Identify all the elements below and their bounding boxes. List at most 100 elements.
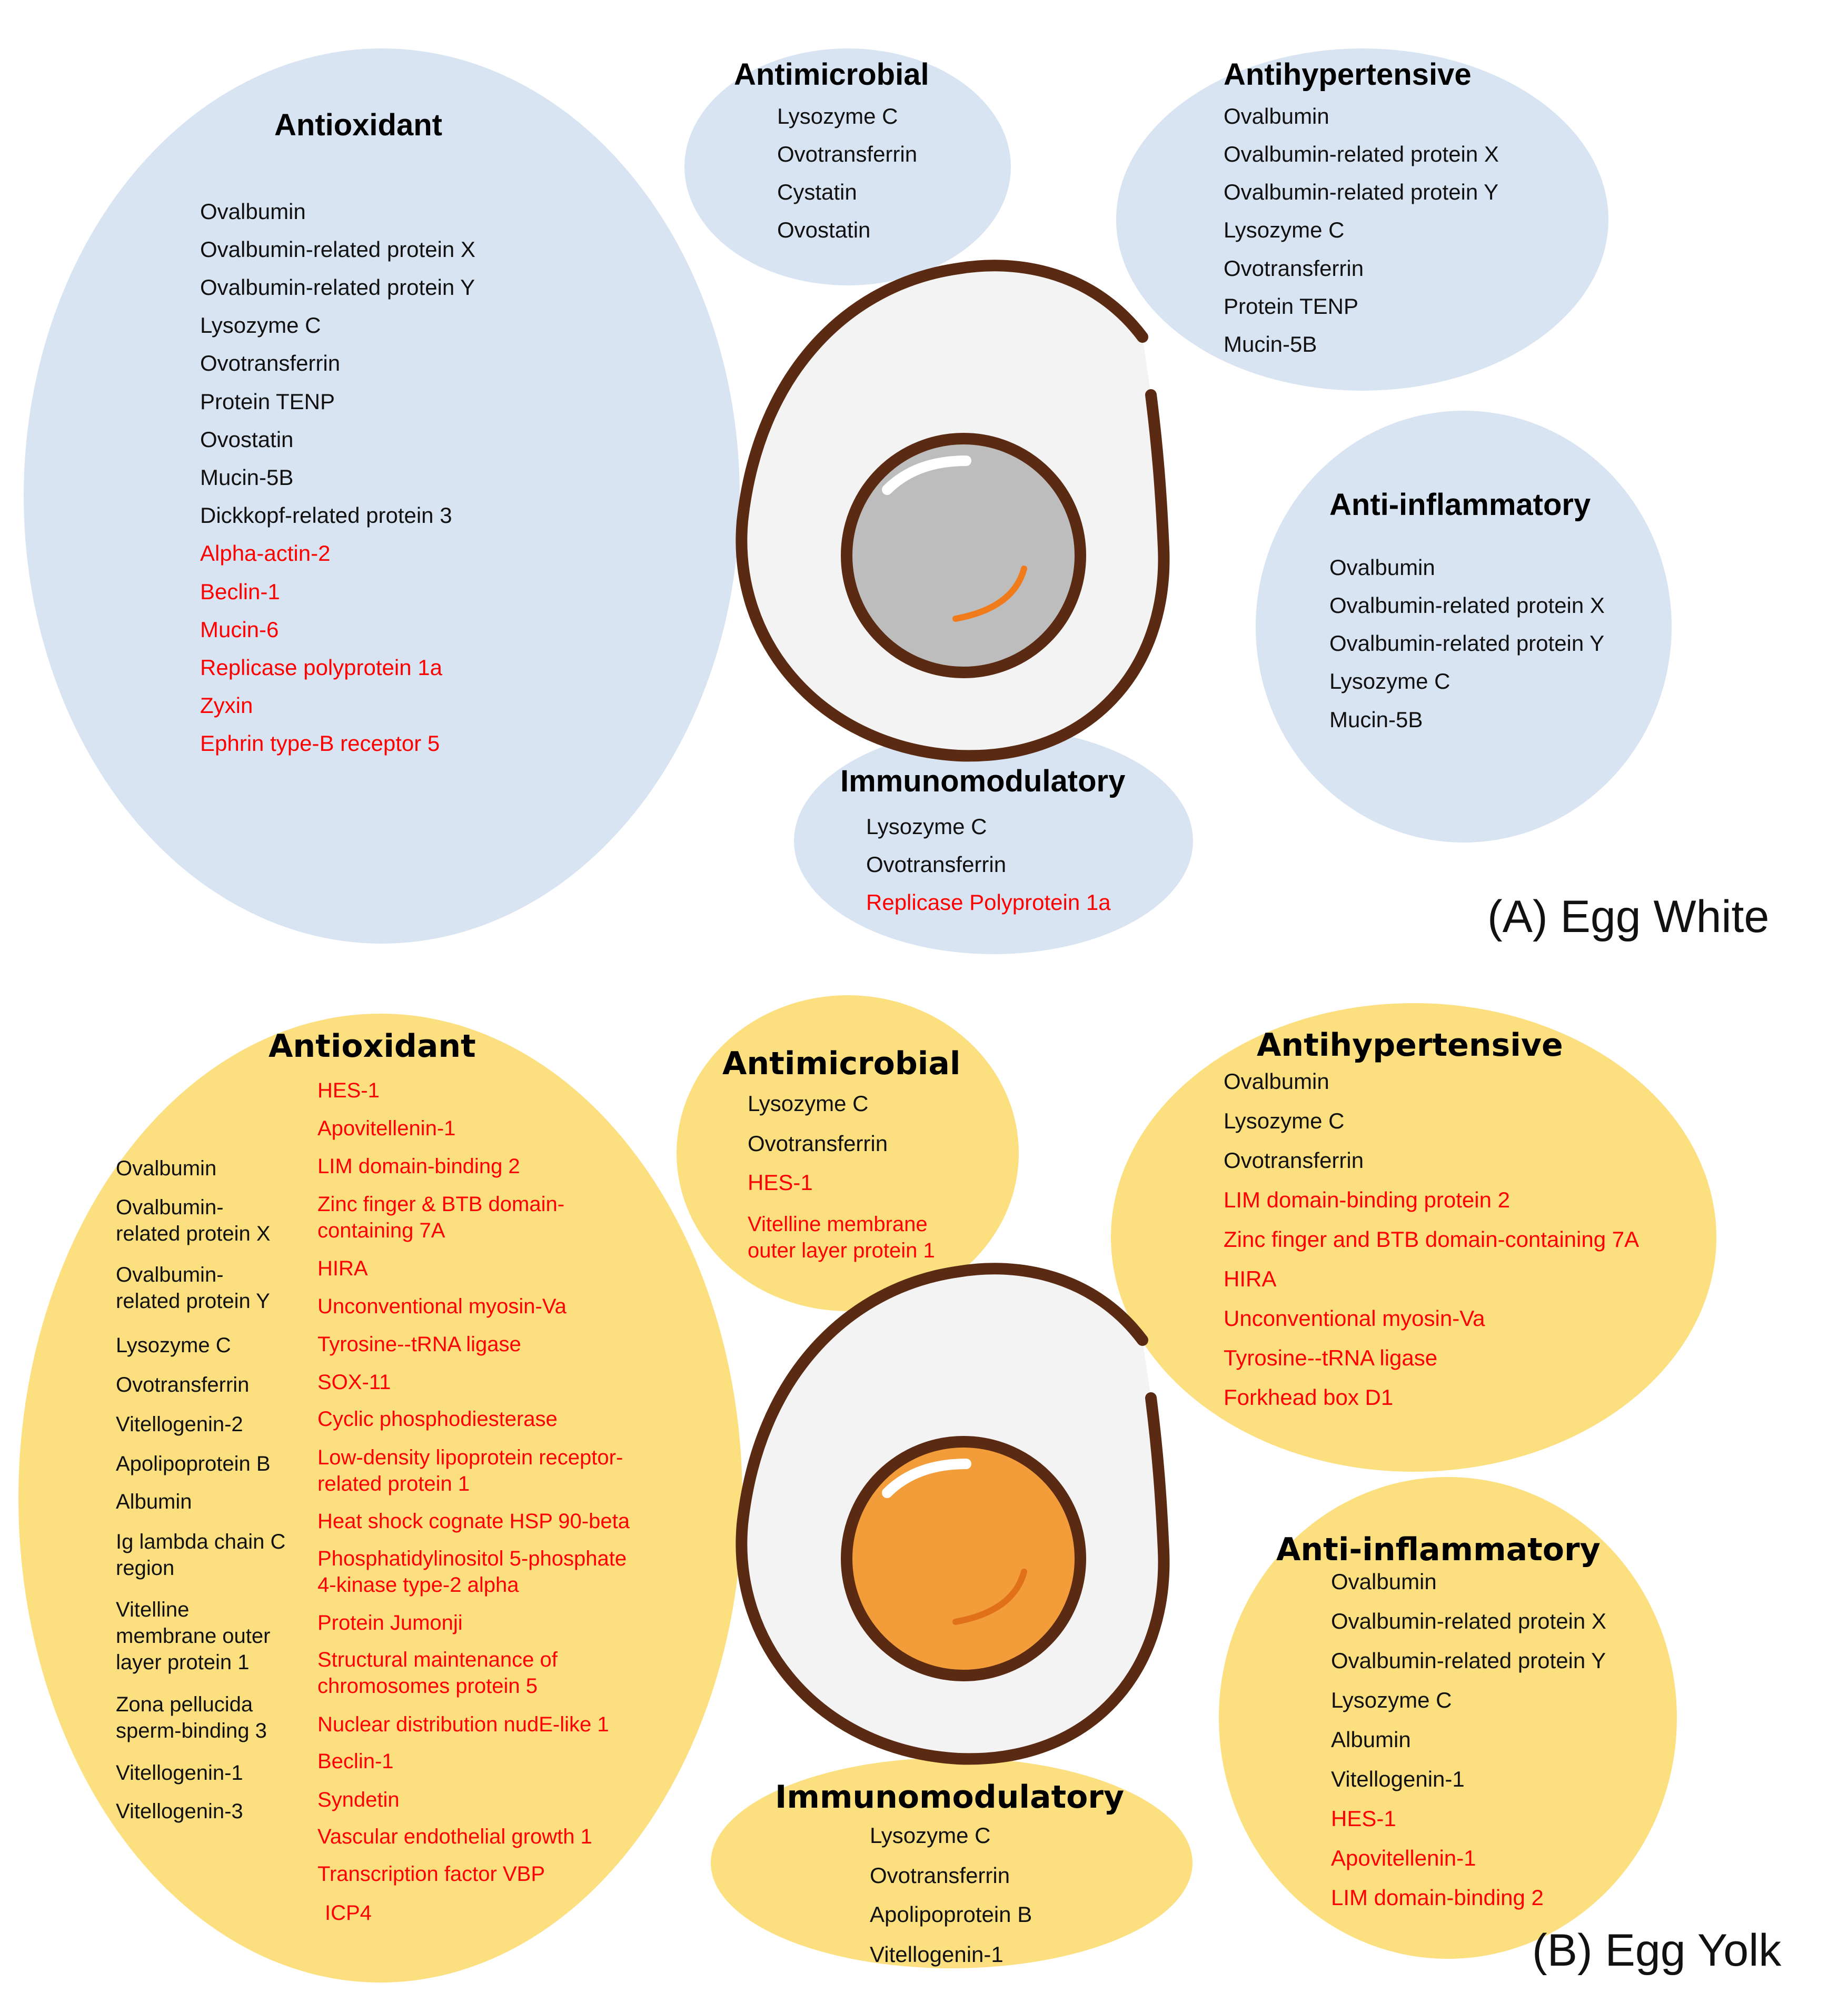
egg-yolk-anti-inflammatory-item: Ovalbumin-related protein Y [1331,1648,1606,1673]
egg-yolk-antihypertensive-red-item: Zinc finger and BTB domain-containing 7A [1224,1227,1640,1252]
egg-white-antioxidant-red-item: Ephrin type-B receptor 5 [200,731,440,756]
egg-yolk-antihypertensive-item: Ovotransferrin [1224,1148,1364,1173]
egg-white-immunomodulatory-red-item: Replicase Polyprotein 1a [866,890,1111,915]
egg-yolk-antioxidant-red-item: HIRA [317,1257,368,1280]
egg-yolk-antioxidant-red-item: Apovitellenin-1 [317,1117,456,1140]
egg-yolk-antioxidant-red-item: Unconventional myosin-Va [317,1295,567,1318]
egg-white-immunomodulatory-item: Ovotransferrin [866,852,1007,877]
egg-white-antioxidant-red-item: Beclin-1 [200,579,280,604]
egg-yolk-antioxidant-red-item: Structural maintenance of chromosomes pr… [317,1648,558,1698]
egg-yolk-immunomodulatory-item: Ovotransferrin [870,1863,1010,1888]
egg-white-antioxidant-red-item: Zyxin [200,693,253,718]
egg-yolk-antioxidant-red-item: Nuclear distribution nudE-like 1 [317,1713,609,1736]
egg-white-anti-inflammatory-item: Lysozyme C [1329,669,1450,693]
egg-white-antihypertensive-item: Ovalbumin-related protein Y [1224,180,1499,204]
egg-white-anti-inflammatory-item: Ovalbumin [1329,555,1435,580]
egg-yolk-anti-inflammatory-item: Ovalbumin-related protein X [1331,1609,1606,1633]
boiled-egg-icon-yolk [736,1263,1170,1765]
egg-white-antioxidant-item: Dickkopf-related protein 3 [200,503,452,528]
egg-yolk-immunomodulatory-item: Apolipoprotein B [870,1902,1032,1927]
egg-yolk-antioxidant-bubble [18,1014,742,1983]
egg-yolk-antioxidant-item: Vitelline membrane outer layer protein 1 [116,1598,271,1674]
egg-white-anti-inflammatory-item: Mucin-5B [1329,707,1423,732]
egg-yolk-anti-inflammatory-item: Lysozyme C [1331,1688,1452,1712]
egg-yolk-antioxidant-red-item: LIM domain-binding 2 [317,1155,520,1178]
egg-yolk-antioxidant-item: Vitellogenin-2 [116,1413,243,1436]
egg-yolk-antimicrobial-title: Antimicrobial [722,1045,961,1082]
egg-white-antioxidant-item: Mucin-5B [200,465,294,490]
egg-white-anti-inflammatory-item: Ovalbumin-related protein Y [1329,631,1605,656]
egg-yolk-anti-inflammatory-red-item: HES-1 [1331,1806,1396,1831]
egg-yolk-antioxidant-red-item: Vascular endothelial growth 1 [317,1825,592,1848]
egg-white-antimicrobial-item: Ovotransferrin [777,142,918,166]
panel-label-egg-white: (A) Egg White [1487,891,1770,942]
egg-white-anti-inflammatory-title: Anti-inflammatory [1329,488,1591,522]
egg-yolk-antioxidant-red-item: Tyrosine--tRNA ligase [317,1333,521,1356]
egg-white-antioxidant-item: Protein TENP [200,389,335,414]
egg-yolk-antioxidant-red-item: Beclin-1 [317,1750,394,1773]
egg-white-antioxidant-red-item: Alpha-actin-2 [200,541,331,566]
egg-yolk-immunomodulatory-bubble [711,1758,1193,1968]
egg-yolk-antimicrobial-red-item: HES-1 [748,1170,813,1195]
egg-white-antioxidant-bubble [24,48,740,944]
egg-white-antihypertensive-item: Lysozyme C [1224,217,1345,242]
egg-yolk-antihypertensive-title: Antihypertensive [1257,1027,1563,1064]
egg-yolk-antihypertensive-red-item: LIM domain-binding protein 2 [1224,1187,1510,1212]
egg-yolk-antioxidant-red-item: Heat shock cognate HSP 90-beta [317,1510,630,1533]
egg-white-antioxidant-item: Ovalbumin-related protein X [200,237,475,262]
egg-white-antioxidant-item: Ovalbumin-related protein Y [200,275,475,300]
egg-white-antioxidant-item: Ovostatin [200,427,294,452]
egg-yolk-antimicrobial-item: Ovotransferrin [748,1131,888,1156]
egg-yolk-immunomodulatory-item: Lysozyme C [870,1823,991,1848]
egg-yolk-anti-inflammatory-item: Albumin [1331,1727,1411,1752]
egg-yolk-antioxidant-red-item: Phosphatidylinositol 5-phosphate 4-kinas… [317,1547,627,1597]
egg-white-antimicrobial-bubble [684,48,1011,285]
egg-yolk-antihypertensive-red-item: Unconventional myosin-Va [1224,1306,1485,1331]
egg-white-anti-inflammatory-bubble [1256,411,1672,843]
egg-yolk-antihypertensive-red-item: Forkhead box D1 [1224,1385,1394,1410]
egg-white-anti-inflammatory-item: Ovalbumin-related protein X [1329,593,1605,618]
egg-yolk-anti-inflammatory-bubble [1219,1477,1677,1959]
egg-white-antioxidant-title: Antioxidant [274,108,442,142]
egg-yolk-antihypertensive-bubble [1111,1003,1716,1472]
egg-yolk-antioxidant-title: Antioxidant [269,1028,476,1065]
egg-yolk-antioxidant-item: Ovalbumin [116,1157,217,1180]
egg-yolk-anti-inflammatory-red-item: LIM domain-binding 2 [1331,1885,1544,1910]
egg-yolk-antioxidant-red-item: Zinc finger & BTB domain- containing 7A [317,1193,565,1242]
egg-white-antioxidant-item: Ovalbumin [200,199,306,224]
egg-yolk-antioxidant-item: Apolipoprotein B [116,1452,271,1475]
egg-yolk-antioxidant-red-item: Protein Jumonji [317,1611,463,1634]
egg-white-antioxidant-red-item: Mucin-6 [200,617,279,642]
egg-yolk-anti-inflammatory-title: Anti-inflammatory [1276,1531,1601,1568]
egg-white-antihypertensive-item: Protein TENP [1224,294,1358,319]
egg-yolk-antihypertensive-item: Ovalbumin [1224,1069,1329,1094]
egg-yolk-anti-inflammatory-item: Vitellogenin-1 [1331,1767,1465,1791]
egg-yolk-immunomodulatory-title: Immunomodulatory [775,1779,1125,1816]
egg-yolk-anti-inflammatory-red-item: Apovitellenin-1 [1331,1846,1476,1870]
egg-white-antihypertensive-bubble [1116,48,1608,391]
egg-white-antimicrobial-item: Cystatin [777,180,857,204]
egg-yolk-antioxidant-item: Zona pellucida sperm-binding 3 [116,1693,267,1742]
egg-white-antihypertensive-item: Ovotransferrin [1224,256,1364,281]
egg-yolk-antioxidant-item: Vitellogenin-1 [116,1761,243,1785]
egg-yolk-antihypertensive-red-item: HIRA [1224,1266,1277,1291]
egg-white-antioxidant-item: Ovotransferrin [200,351,341,375]
egg-white-antimicrobial-item: Lysozyme C [777,104,898,128]
egg-white-antihypertensive-title: Antihypertensive [1224,57,1472,92]
egg-white-immunomodulatory-title: Immunomodulatory [840,764,1126,798]
egg-white-antihypertensive-item: Ovalbumin [1224,104,1329,128]
egg-white-antihypertensive-item: Mucin-5B [1224,332,1317,356]
egg-yolk-antioxidant-red-item: Low-density lipoprotein receptor- relate… [317,1446,623,1495]
egg-white-antimicrobial-title: Antimicrobial [734,57,929,92]
egg-yolk-antioxidant-red-item: ICP4 [325,1901,372,1925]
egg-yolk-antioxidant-item: Ovalbumin- related protein X [116,1196,271,1245]
egg-white-immunomodulatory-bubble [794,728,1193,954]
egg-yolk-antioxidant-red-item: Transcription factor VBP [317,1862,545,1886]
panel-label-egg-yolk: (B) Egg Yolk [1532,1925,1782,1976]
boiled-egg-icon-white [736,260,1170,762]
egg-yolk-immunomodulatory-item: Vitellogenin-1 [870,1942,1004,1967]
egg-yolk-antioxidant-item: Ig lambda chain C region [116,1530,286,1580]
egg-white-immunomodulatory-item: Lysozyme C [866,814,987,839]
egg-yolk-antimicrobial-bubble [677,995,1019,1311]
egg-yolk-antihypertensive-red-item: Tyrosine--tRNA ligase [1224,1345,1438,1370]
